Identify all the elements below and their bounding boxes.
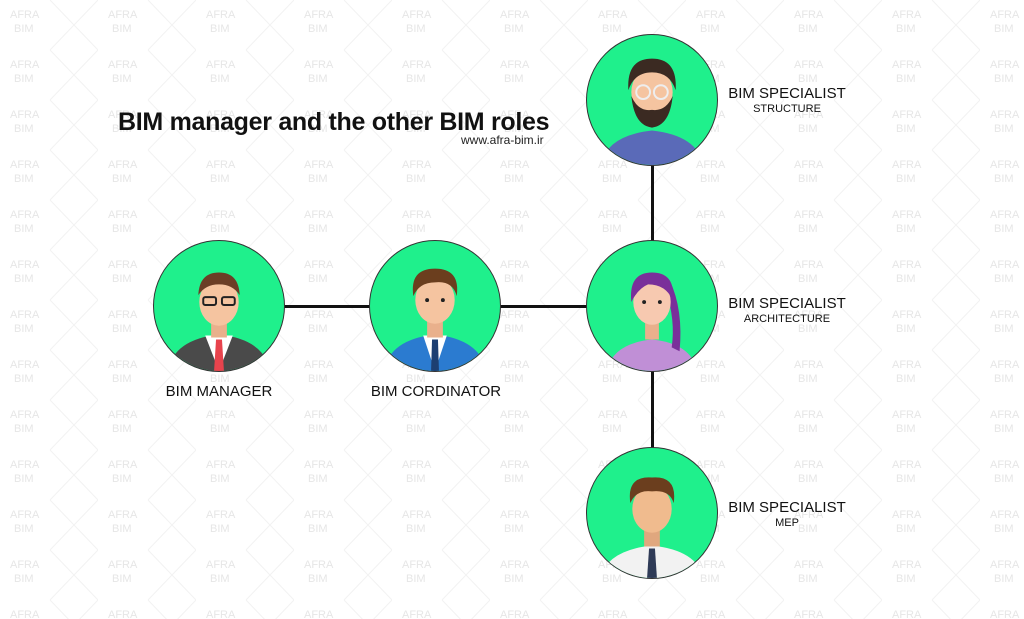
bim-specialist-mep-label: BIM SPECIALIST MEP — [728, 499, 846, 529]
connector-structure-architecture — [651, 165, 654, 242]
bim-coordinator-label: BIM CORDINATOR — [370, 383, 502, 400]
bim-specialist-structure-avatar — [586, 34, 718, 166]
connector-manager-coordinator — [284, 305, 372, 308]
page-title: BIM manager and the other BIM roles — [118, 108, 550, 136]
role-text: BIM SPECIALIST — [728, 85, 846, 102]
bim-coordinator-avatar — [369, 240, 501, 372]
role-text: BIM SPECIALIST — [728, 499, 846, 516]
connector-architecture-mep — [651, 371, 654, 449]
bim-specialist-structure-label: BIM SPECIALIST STRUCTURE — [728, 85, 846, 115]
bim-manager-label: BIM MANAGER — [165, 383, 273, 400]
bim-specialist-architecture-label: BIM SPECIALIST ARCHITECTURE — [728, 295, 846, 325]
bim-specialist-mep-avatar — [586, 447, 718, 579]
bim-specialist-architecture-avatar — [586, 240, 718, 372]
website-url: www.afra-bim.ir — [461, 133, 544, 147]
role-text: BIM SPECIALIST — [728, 295, 846, 312]
bim-manager-avatar — [153, 240, 285, 372]
discipline-text: MEP — [775, 517, 799, 529]
discipline-text: ARCHITECTURE — [743, 313, 831, 325]
discipline-text: STRUCTURE — [753, 103, 821, 115]
connector-coordinator-architecture — [500, 305, 588, 308]
